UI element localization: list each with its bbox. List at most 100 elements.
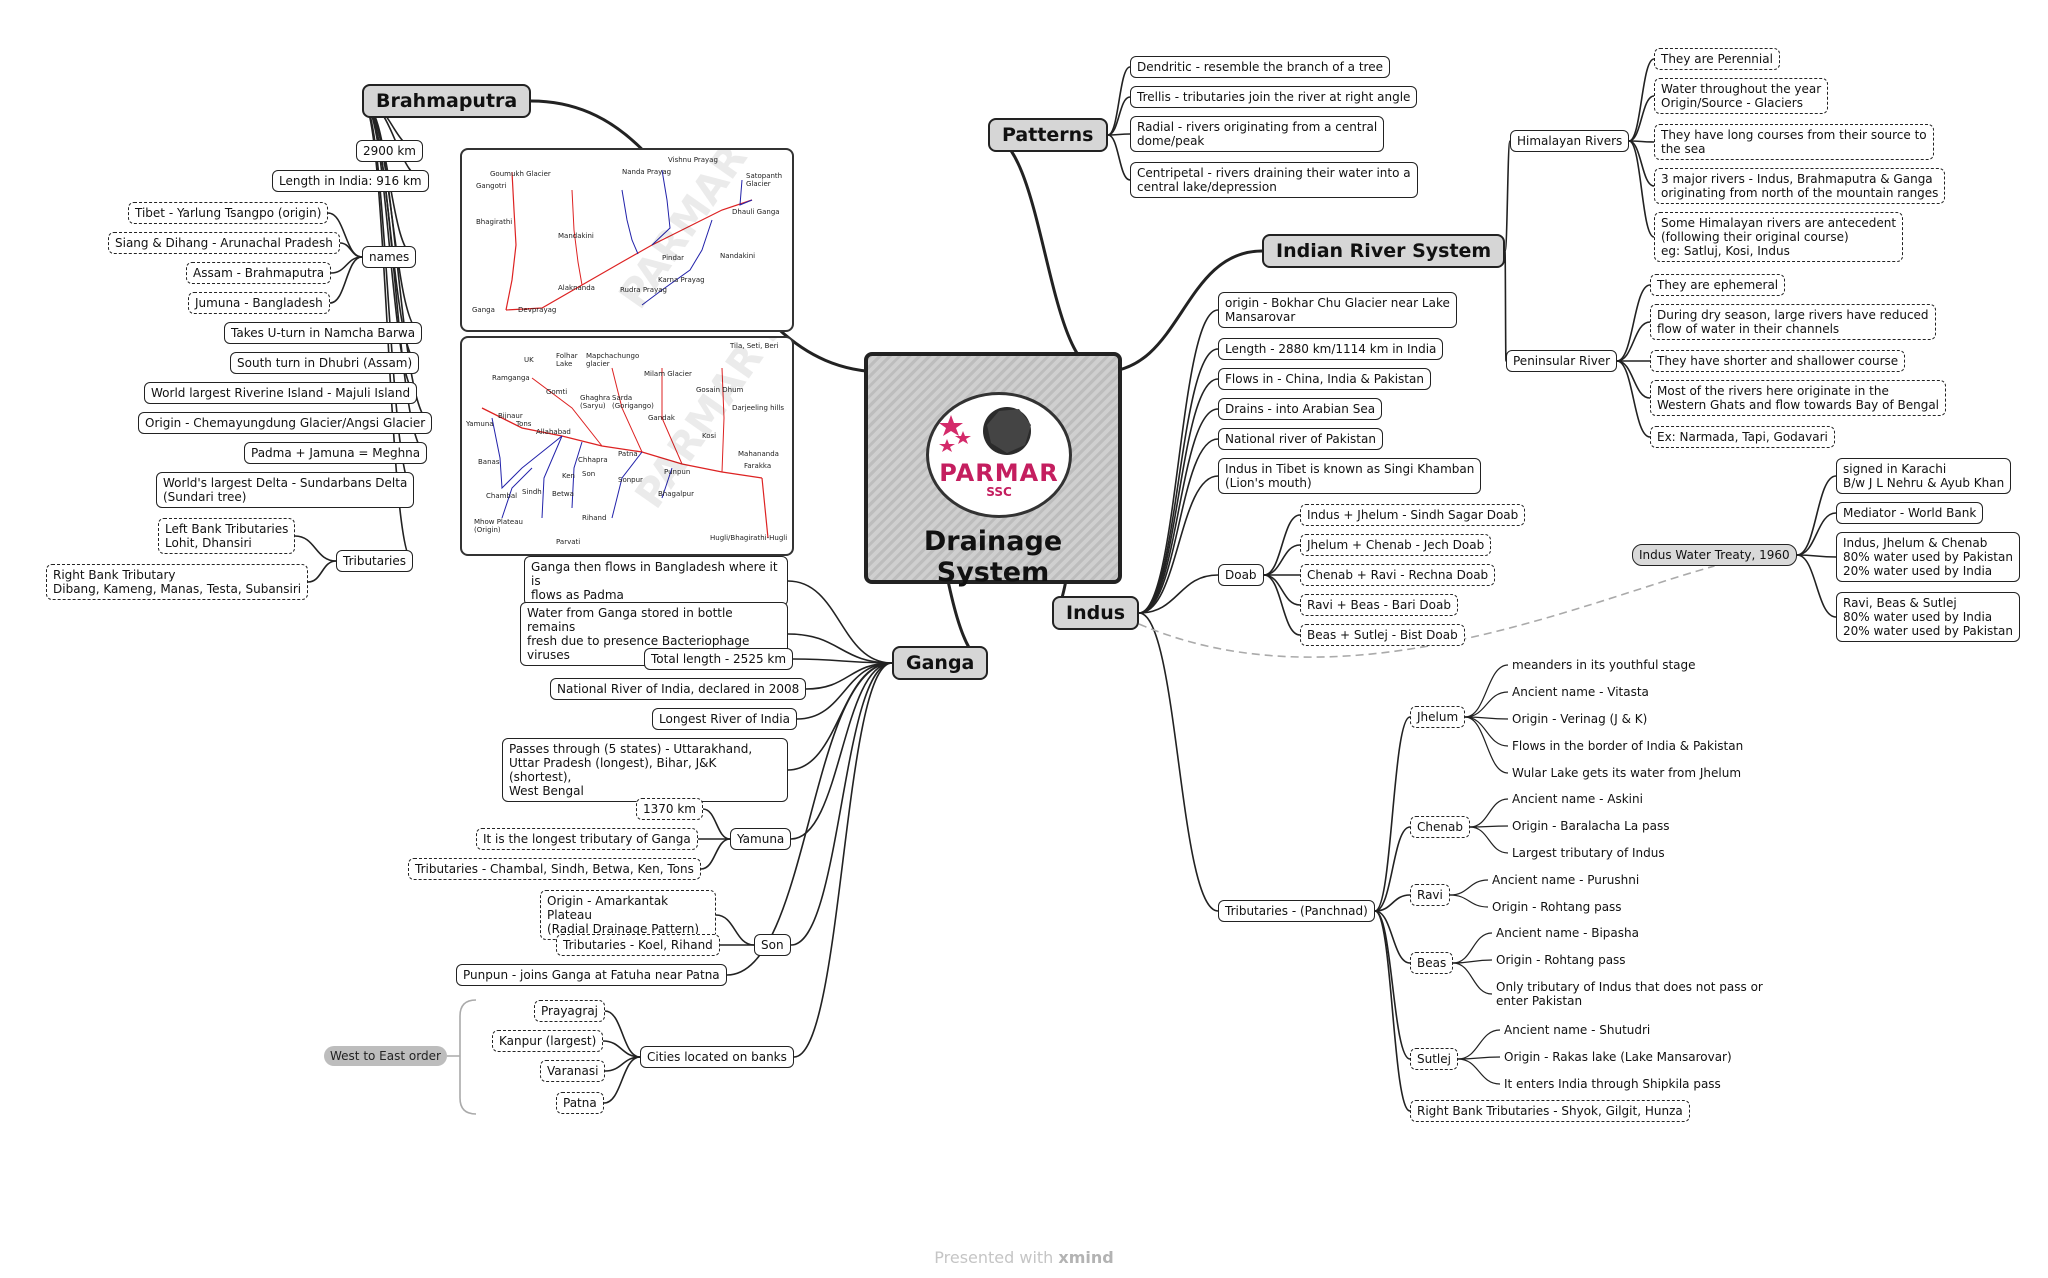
himalayan-item[interactable]: Some Himalayan rivers are antecedent (fo…: [1654, 212, 1904, 262]
peninsular-item[interactable]: Ex: Narmada, Tapi, Godavari: [1650, 426, 1835, 448]
brahmaputra-majuli[interactable]: World largest Riverine Island - Majuli I…: [144, 382, 418, 404]
brahmaputra-uturn[interactable]: Takes U-turn in Namcha Barwa: [224, 322, 423, 344]
city-item[interactable]: Kanpur (largest): [492, 1030, 604, 1052]
jhelum-item[interactable]: meanders in its youthful stage: [1512, 658, 1696, 672]
sutlej-item[interactable]: It enters India through Shipkila pass: [1504, 1077, 1721, 1091]
topic-ganga[interactable]: Ganga: [892, 646, 989, 680]
peninsular-item[interactable]: They have shorter and shallower course: [1650, 350, 1906, 372]
beas-item[interactable]: Only tributary of Indus that does not pa…: [1496, 980, 1763, 1008]
topic-indus[interactable]: Indus: [1052, 596, 1140, 630]
beas-item[interactable]: Ancient name - Bipasha: [1496, 926, 1639, 940]
pattern-item[interactable]: Radial - rivers originating from a centr…: [1130, 116, 1385, 152]
city-item[interactable]: Patna: [556, 1092, 604, 1114]
indus-flows[interactable]: Flows in - China, India & Pakistan: [1218, 368, 1431, 390]
indus-length[interactable]: Length - 2880 km/1114 km in India: [1218, 338, 1444, 360]
west-to-east-order-label[interactable]: West to East order: [324, 1046, 447, 1066]
himalayan-item[interactable]: They are Perennial: [1654, 48, 1780, 70]
indus-tributaries[interactable]: Tributaries - (Panchnad): [1218, 900, 1375, 922]
ganga-cities[interactable]: Cities located on banks: [640, 1046, 794, 1068]
brahmaputra-name-item[interactable]: Assam - Brahmaputra: [186, 262, 332, 284]
ganga-national-river[interactable]: National River of India, declared in 200…: [550, 678, 807, 700]
brahmaputra-length-india[interactable]: Length in India: 916 km: [272, 170, 429, 192]
map2-label: Chambal: [486, 492, 518, 500]
brahmaputra-length[interactable]: 2900 km: [356, 140, 423, 162]
brahmaputra-name-item[interactable]: Jumuna - Bangladesh: [188, 292, 330, 314]
chenab-item[interactable]: Largest tributary of Indus: [1512, 846, 1665, 860]
indus-water-treaty[interactable]: Indus Water Treaty, 1960: [1632, 544, 1797, 566]
yamuna-item[interactable]: It is the longest tributary of Ganga: [476, 828, 698, 850]
jhelum-item[interactable]: Ancient name - Vitasta: [1512, 685, 1649, 699]
brahmaputra-meghna[interactable]: Padma + Jamuna = Meghna: [244, 442, 428, 464]
brahmaputra-origin[interactable]: Origin - Chemayungdung Glacier/Angsi Gla…: [138, 412, 433, 434]
brahmaputra-delta[interactable]: World's largest Delta - Sundarbans Delta…: [156, 472, 415, 508]
jhelum-item[interactable]: Flows in the border of India & Pakistan: [1512, 739, 1744, 753]
chenab[interactable]: Chenab: [1410, 816, 1470, 838]
brahmaputra-south-turn[interactable]: South turn in Dhubri (Assam): [230, 352, 420, 374]
doab-item[interactable]: Chenab + Ravi - Rechna Doab: [1300, 564, 1496, 586]
jhelum-item[interactable]: Origin - Verinag (J & K): [1512, 712, 1648, 726]
indus-tibet[interactable]: Indus in Tibet is known as Singi Khamban…: [1218, 458, 1482, 494]
ganga-son[interactable]: Son: [754, 934, 791, 956]
beas-item[interactable]: Origin - Rohtang pass: [1496, 953, 1626, 967]
indus-origin[interactable]: origin - Bokhar Chu Glacier near Lake Ma…: [1218, 292, 1457, 328]
himalayan-item[interactable]: Water throughout the year Origin/Source …: [1654, 78, 1829, 114]
beas[interactable]: Beas: [1410, 952, 1454, 974]
brahmaputra-tributaries[interactable]: Tributaries: [336, 550, 414, 572]
ganga-padma[interactable]: Ganga then flows in Bangladesh where it …: [524, 556, 788, 606]
topic-indian-river-system[interactable]: Indian River System: [1262, 234, 1506, 268]
sutlej[interactable]: Sutlej: [1410, 1048, 1458, 1070]
pattern-item[interactable]: Dendritic - resemble the branch of a tre…: [1130, 56, 1390, 78]
ravi-item[interactable]: Ancient name - Purushni: [1492, 873, 1640, 887]
himalayan-rivers[interactable]: Himalayan Rivers: [1510, 130, 1630, 152]
left-bank-tributaries[interactable]: Left Bank Tributaries Lohit, Dhansiri: [158, 518, 296, 554]
ravi[interactable]: Ravi: [1410, 884, 1450, 906]
peninsular-item[interactable]: Most of the rivers here originate in the…: [1650, 380, 1947, 416]
yamuna-item[interactable]: Tributaries - Chambal, Sindh, Betwa, Ken…: [408, 858, 701, 880]
jhelum-item[interactable]: Wular Lake gets its water from Jhelum: [1512, 766, 1742, 780]
peninsular-item[interactable]: They are ephemeral: [1650, 274, 1786, 296]
sutlej-item[interactable]: Origin - Rakas lake (Lake Mansarovar): [1504, 1050, 1732, 1064]
chenab-item[interactable]: Ancient name - Askini: [1512, 792, 1643, 806]
sutlej-item[interactable]: Ancient name - Shutudri: [1504, 1023, 1651, 1037]
city-item[interactable]: Prayagraj: [534, 1000, 606, 1022]
himalayan-item[interactable]: They have long courses from their source…: [1654, 124, 1934, 160]
treaty-item[interactable]: Ravi, Beas & Sutlej 80% water used by In…: [1836, 592, 2020, 642]
brahmaputra-name-item[interactable]: Siang & Dihang - Arunachal Pradesh: [108, 232, 340, 254]
jhelum[interactable]: Jhelum: [1410, 706, 1466, 728]
pattern-item[interactable]: Centripetal - rivers draining their wate…: [1130, 162, 1418, 198]
central-topic[interactable]: PARMAR SSC Drainage System: [864, 352, 1122, 588]
chenab-item[interactable]: Origin - Baralacha La pass: [1512, 819, 1670, 833]
peninsular-river[interactable]: Peninsular River: [1506, 350, 1618, 372]
son-item[interactable]: Tributaries - Koel, Rihand: [556, 934, 720, 956]
right-bank-tributary[interactable]: Right Bank Tributary Dibang, Kameng, Man…: [46, 564, 309, 600]
connector: [361, 100, 428, 454]
indus-drains[interactable]: Drains - into Arabian Sea: [1218, 398, 1383, 420]
pattern-item[interactable]: Trellis - tributaries join the river at …: [1130, 86, 1418, 108]
topic-patterns[interactable]: Patterns: [988, 118, 1108, 152]
ganga-total-length[interactable]: Total length - 2525 km: [644, 648, 794, 670]
treaty-item[interactable]: signed in Karachi B/w J L Nehru & Ayub K…: [1836, 458, 2012, 494]
doab-item[interactable]: Indus + Jhelum - Sindh Sagar Doab: [1300, 504, 1526, 526]
doab-item[interactable]: Ravi + Beas - Bari Doab: [1300, 594, 1458, 616]
ganga-states[interactable]: Passes through (5 states) - Uttarakhand,…: [502, 738, 788, 802]
topic-brahmaputra[interactable]: Brahmaputra: [362, 84, 532, 118]
himalayan-item[interactable]: 3 major rivers - Indus, Brahmaputra & Ga…: [1654, 168, 1946, 204]
city-item[interactable]: Varanasi: [540, 1060, 606, 1082]
indus-national[interactable]: National river of Pakistan: [1218, 428, 1383, 450]
doab-item[interactable]: Beas + Sutlej - Bist Doab: [1300, 624, 1465, 646]
treaty-item[interactable]: Indus, Jhelum & Chenab 80% water used by…: [1836, 532, 2020, 582]
map2-label: Sindh: [522, 488, 542, 496]
ganga-yamuna[interactable]: Yamuna: [730, 828, 792, 850]
right-bank-tributaries[interactable]: Right Bank Tributaries - Shyok, Gilgit, …: [1410, 1100, 1690, 1122]
treaty-item[interactable]: Mediator - World Bank: [1836, 502, 1984, 524]
yamuna-item[interactable]: 1370 km: [636, 798, 703, 820]
brahmaputra-name-item[interactable]: Tibet - Yarlung Tsangpo (origin): [128, 202, 329, 224]
doab-item[interactable]: Jhelum + Chenab - Jech Doab: [1300, 534, 1492, 556]
ravi-item[interactable]: Origin - Rohtang pass: [1492, 900, 1622, 914]
son-item[interactable]: Origin - Amarkantak Plateau (Radial Drai…: [540, 890, 716, 940]
brahmaputra-names[interactable]: names: [362, 246, 417, 268]
indus-doab[interactable]: Doab: [1218, 564, 1264, 586]
ganga-longest[interactable]: Longest River of India: [652, 708, 797, 730]
ganga-punpun[interactable]: Punpun - joins Ganga at Fatuha near Patn…: [456, 964, 727, 986]
peninsular-item[interactable]: During dry season, large rivers have red…: [1650, 304, 1936, 340]
